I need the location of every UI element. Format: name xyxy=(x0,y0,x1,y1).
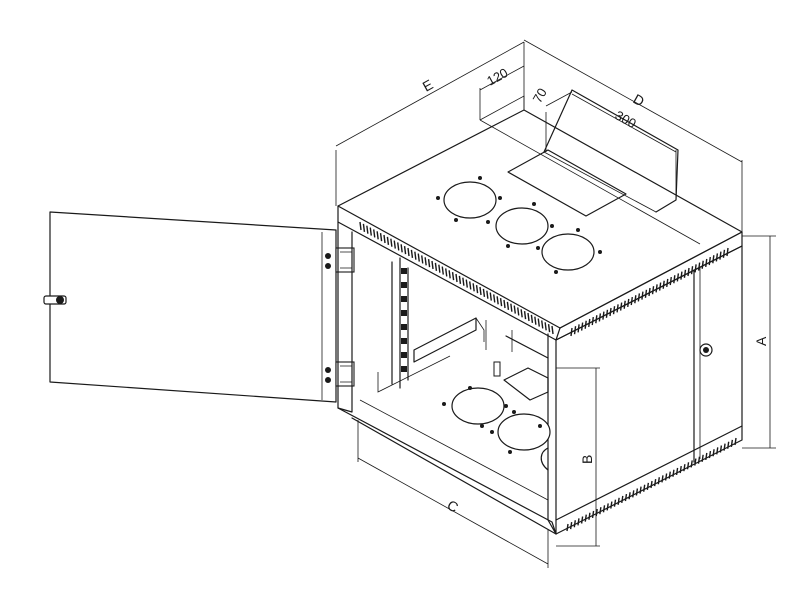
label-120: 120 xyxy=(484,65,510,89)
label-B: B xyxy=(579,455,595,464)
cable-hole-top-1 xyxy=(443,181,497,219)
label-A: A xyxy=(753,336,769,346)
front-vent-hatching xyxy=(359,221,554,335)
label-300: 300 xyxy=(613,108,639,132)
side-lock-icon xyxy=(699,343,713,357)
hinge-top-icon xyxy=(325,247,355,273)
dimension-labels: E 120 D 70 300 A B C xyxy=(420,65,769,516)
cable-hole-bottom-2 xyxy=(497,413,551,451)
door-handle-icon xyxy=(43,295,67,305)
cable-hole-top-3 xyxy=(541,233,595,271)
open-door xyxy=(43,211,355,403)
label-C: C xyxy=(445,497,462,516)
cabinet-interior xyxy=(359,257,551,501)
hinge-bottom-icon xyxy=(325,361,355,387)
cable-hole-bottom-1 xyxy=(451,387,505,425)
cable-hole-top-2 xyxy=(495,207,549,245)
label-70: 70 xyxy=(530,85,550,105)
cabinet-body xyxy=(337,109,743,535)
label-D: D xyxy=(631,91,648,110)
bottom-vent-hatching xyxy=(566,437,737,532)
dimension-lines xyxy=(335,39,776,568)
right-vent-hatching xyxy=(570,247,729,337)
